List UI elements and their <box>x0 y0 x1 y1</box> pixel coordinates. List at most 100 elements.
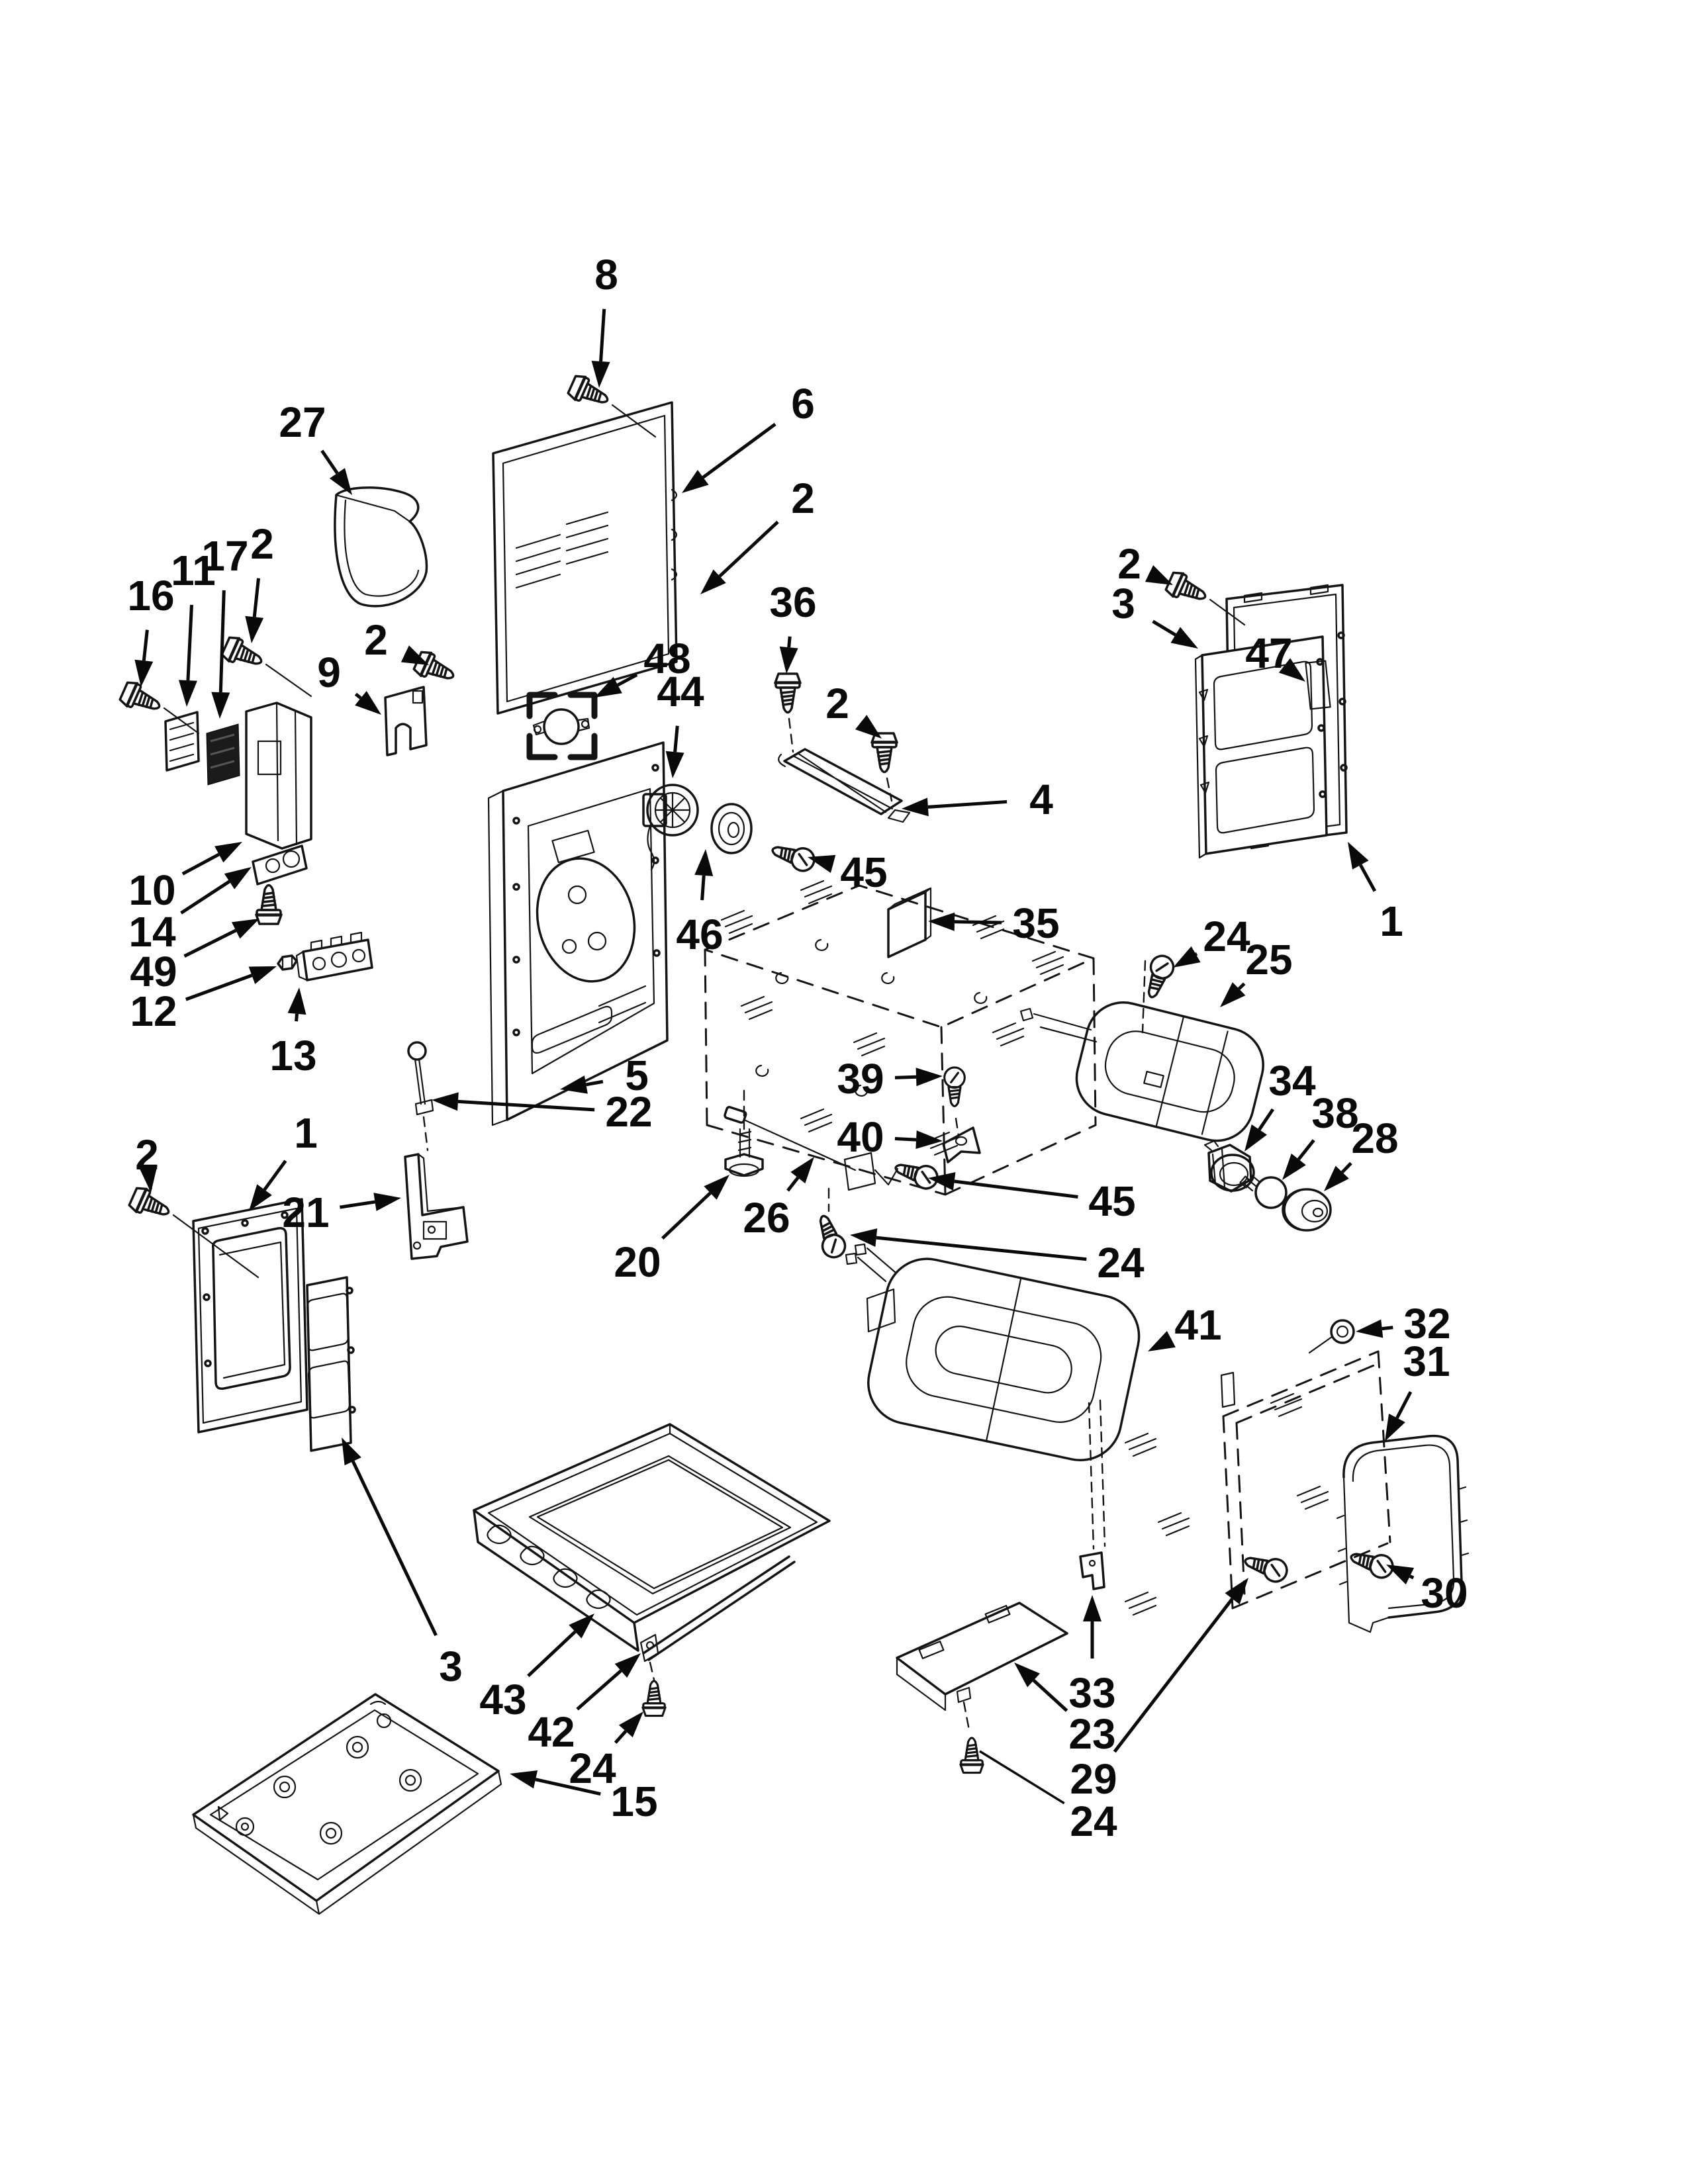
callout-leader <box>617 673 638 687</box>
callout-25-23: 25 <box>1220 936 1293 1007</box>
callout-leader <box>354 692 362 700</box>
callout-leader <box>786 1176 800 1192</box>
callout-leader <box>894 1137 917 1142</box>
callout-arrowhead <box>138 1165 158 1193</box>
callout-27-1: 27 <box>279 398 352 495</box>
part-number-label: 42 <box>528 1708 575 1756</box>
callout-arrowhead <box>1014 1662 1040 1688</box>
main-top-43 <box>473 1423 831 1652</box>
part-number-label: 24 <box>1203 913 1250 960</box>
callout-arrowhead <box>211 692 230 719</box>
part-number-label: 24 <box>569 1745 616 1792</box>
part-number-label: 10 <box>128 866 175 914</box>
part-number-label: 15 <box>610 1778 657 1825</box>
callout-24-22: 24 <box>1173 913 1250 968</box>
callout-leader <box>979 1750 1065 1805</box>
callout-34-38: 34 <box>1244 1057 1316 1152</box>
part-number-label: 23 <box>1068 1710 1115 1758</box>
callout-arrowhead <box>178 680 197 707</box>
callout-2-15: 2 <box>1117 540 1173 588</box>
part-number-label: 24 <box>1097 1239 1145 1287</box>
callout-leader <box>1237 982 1246 990</box>
part-number-label: 2 <box>791 475 815 522</box>
callout-2-3: 2 <box>700 475 815 594</box>
bake-element-41 <box>845 1243 1141 1462</box>
part-number-label: 2 <box>364 616 388 664</box>
rear-vent-panel-6 <box>492 401 678 715</box>
part-number-label: 28 <box>1351 1115 1398 1162</box>
callout-leader <box>1152 619 1177 637</box>
callout-arrowhead <box>928 1172 956 1191</box>
callout-leader <box>700 875 706 901</box>
callout-arrowhead <box>790 1157 814 1184</box>
part-number-label: 1 <box>294 1109 318 1157</box>
callout-33-44: 33 <box>1068 1595 1116 1717</box>
callout-leader <box>181 852 220 876</box>
screw-2-right <box>1163 569 1246 626</box>
part-number-label: 2 <box>250 520 274 568</box>
callout-30-43: 30 <box>1386 1565 1468 1617</box>
callout-26-33: 26 <box>743 1157 814 1242</box>
part-number-label: 30 <box>1421 1569 1468 1617</box>
callout-leader <box>1032 1679 1068 1712</box>
part-number-label: 31 <box>1403 1338 1450 1385</box>
part-number-label: 3 <box>1111 580 1135 627</box>
callout-leader <box>185 974 253 1001</box>
callout-arrowhead <box>1356 1319 1383 1338</box>
callout-arrowhead <box>231 919 259 939</box>
trim-rail-42 <box>639 1555 796 1681</box>
callout-32-41: 32 <box>1356 1300 1451 1347</box>
callout-leader <box>954 920 1002 925</box>
callout-arrowhead <box>594 676 622 698</box>
callout-leader <box>457 1099 595 1112</box>
callout-leader <box>927 799 1008 809</box>
callout-6-2: 6 <box>682 380 815 493</box>
part-number-label: 35 <box>1012 899 1059 947</box>
side-panel-1-left <box>192 1198 308 1433</box>
bulb-38 <box>1239 1174 1288 1209</box>
callout-44-12: 44 <box>657 668 704 778</box>
part-number-label: 46 <box>676 911 723 958</box>
callout-leader <box>218 590 226 693</box>
bracket-9 <box>384 686 428 756</box>
part-number-label: 9 <box>317 649 341 696</box>
callout-11-6: 11 <box>171 547 216 707</box>
callout-leader <box>614 1730 628 1744</box>
plate-14 <box>252 844 308 886</box>
callout-46-13: 46 <box>676 849 724 958</box>
part-number-label: 27 <box>279 398 326 446</box>
bracket-33 <box>1079 1551 1105 1590</box>
callout-36-4: 36 <box>769 578 817 674</box>
screw-16 <box>117 678 200 735</box>
callout-21-50: 21 <box>282 1189 401 1236</box>
callout-leader <box>661 1191 712 1240</box>
callout-arrowhead <box>1282 1153 1306 1180</box>
callout-43-52: 43 <box>479 1614 594 1723</box>
callout-arrowhead <box>249 1184 272 1211</box>
side-shield-3-left <box>306 1276 356 1452</box>
callout-13-28: 13 <box>269 987 317 1079</box>
callout-leader <box>186 604 193 681</box>
callout-arrowhead <box>1244 1124 1267 1152</box>
callout-arrowhead <box>1145 565 1173 585</box>
callout-leader <box>599 308 606 362</box>
callout-16-5: 16 <box>127 572 175 687</box>
part-number-label: 12 <box>130 987 177 1035</box>
callout-arrowhead <box>1225 1578 1248 1605</box>
callout-5-30: 5 <box>560 1052 649 1099</box>
callout-arrowhead <box>432 1092 459 1111</box>
grommet-32 <box>1308 1319 1355 1354</box>
callout-arrowhead <box>1220 982 1246 1007</box>
callout-22-29: 22 <box>432 1088 653 1136</box>
callout-8-0: 8 <box>591 251 618 388</box>
screw-24-bake <box>811 1187 850 1262</box>
support-bracket-21 <box>404 1153 469 1260</box>
screw-8 <box>565 372 657 438</box>
callout-leader <box>585 1079 604 1087</box>
callout-28-40: 28 <box>1324 1115 1399 1191</box>
insulation-17 <box>206 723 240 786</box>
callout-9-9: 9 <box>317 649 381 715</box>
callout-arrowhead <box>779 646 798 674</box>
